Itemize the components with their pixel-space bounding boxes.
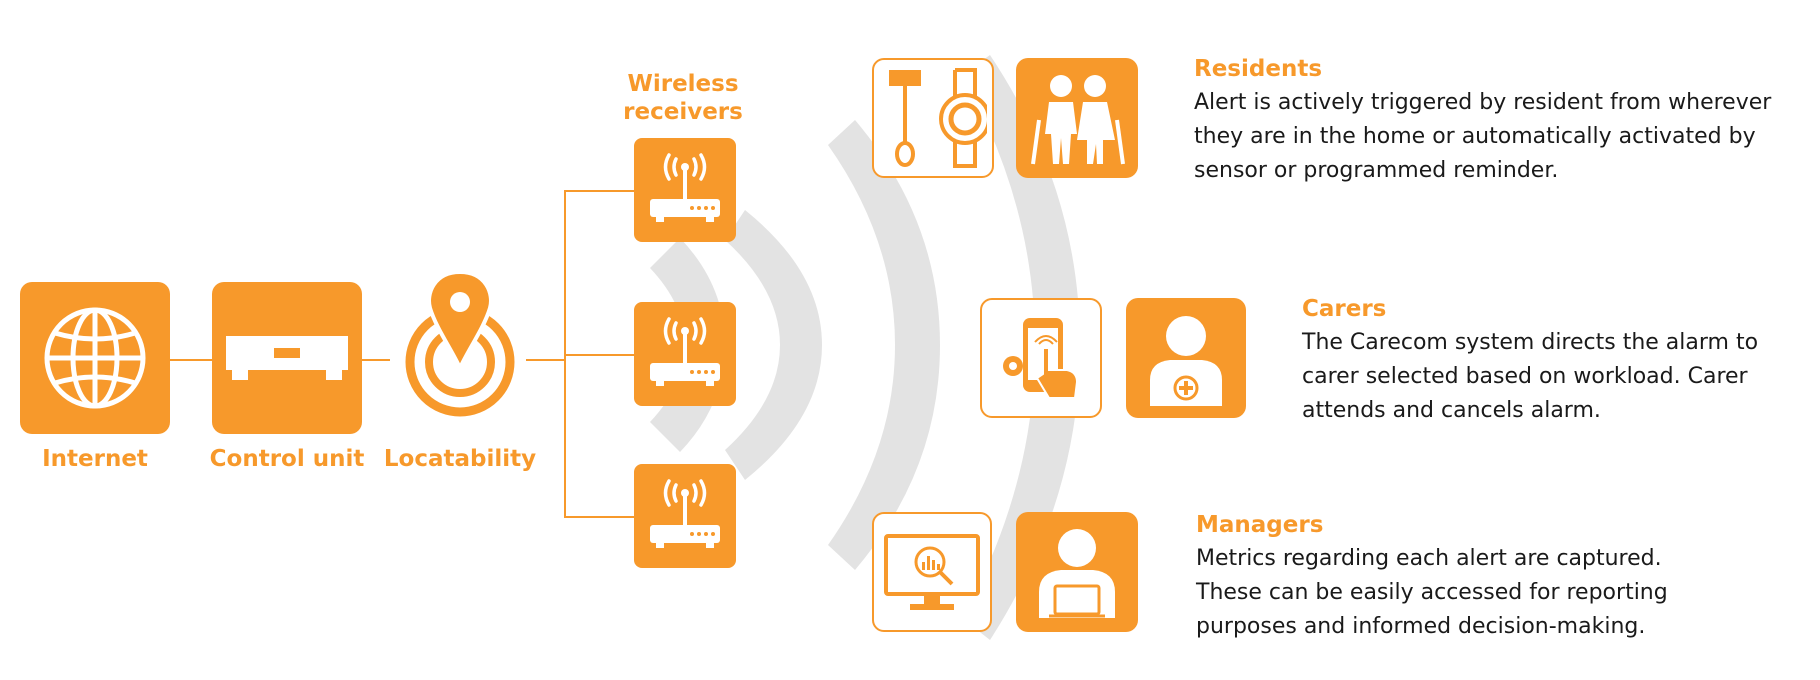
managers-title: Managers: [1196, 512, 1324, 538]
control-unit-icon: [226, 336, 348, 380]
connector-internet-control: [170, 359, 212, 361]
connector-receiver-2: [564, 354, 634, 356]
pendant-watch-icon: [889, 68, 987, 168]
carers-title: Carers: [1302, 296, 1387, 322]
carers-device-tile: [980, 298, 1102, 418]
nurse-icon: [1150, 316, 1222, 406]
receiver-tile-1: [634, 138, 736, 242]
receiver-tile-3: [634, 464, 736, 568]
residents-device-tile: [872, 58, 994, 178]
residents-person-tile: [1016, 58, 1138, 178]
connector-receiver-1: [564, 190, 634, 192]
residents-title: Residents: [1194, 56, 1323, 82]
managers-description: Metrics regarding each alert are capture…: [1196, 546, 1668, 639]
wireless-router-icon: [650, 153, 720, 222]
connector-receiver-3: [564, 516, 634, 518]
connector-control-locatability: [362, 359, 390, 361]
connector-locatability-hub: [526, 359, 564, 361]
globe-icon: [44, 307, 146, 409]
control-unit-label: Control unit: [209, 446, 365, 472]
receivers-title: Wireless receivers: [623, 71, 743, 125]
locatability-graphic: [398, 272, 522, 422]
carers-description: The Carecom system directs the alarm to …: [1302, 330, 1759, 423]
location-pin-icon: [405, 272, 515, 417]
elderly-couple-icon: [1031, 75, 1125, 165]
manager-laptop-icon: [1039, 529, 1115, 618]
internet-tile: [20, 282, 170, 434]
internet-label: Internet: [42, 446, 148, 472]
wireless-router-icon: [650, 479, 720, 548]
receiver-tile-2: [634, 302, 736, 406]
managers-device-tile: [872, 512, 992, 632]
wireless-router-icon: [650, 317, 720, 386]
residents-description: Alert is actively triggered by resident …: [1194, 90, 1772, 183]
control-unit-tile: [212, 282, 362, 434]
smartphone-touch-icon: [1003, 318, 1079, 399]
managers-person-tile: [1016, 512, 1138, 632]
carers-person-tile: [1126, 298, 1246, 418]
locatability-label: Locatability: [383, 446, 537, 472]
analytics-monitor-icon: [884, 534, 980, 610]
